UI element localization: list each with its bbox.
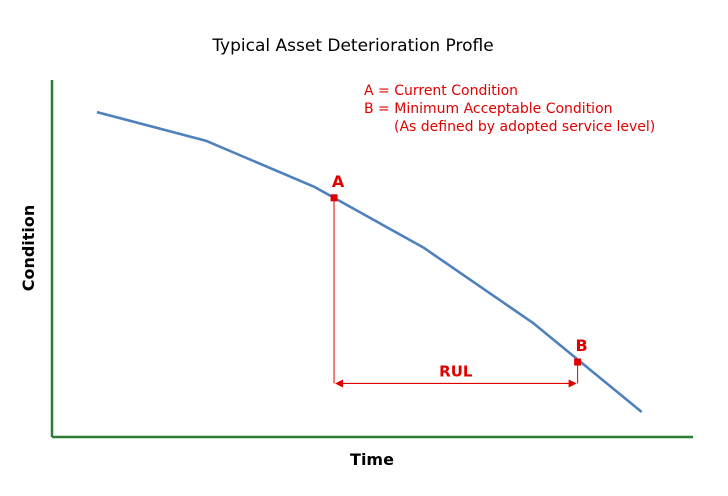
legend-line-3: (As defined by adopted service level) bbox=[394, 119, 655, 135]
legend-line-2: B = Minimum Acceptable Condition bbox=[364, 101, 613, 117]
rul-arrowhead-left bbox=[335, 379, 344, 388]
y-axis-label: Condition bbox=[19, 205, 38, 292]
chart-title: Typical Asset Deterioration Profle bbox=[211, 36, 493, 56]
rul-label: RUL bbox=[439, 362, 473, 380]
marker-label-b: B bbox=[576, 336, 588, 355]
marker-point-a bbox=[330, 194, 338, 202]
series-layer bbox=[96, 110, 643, 414]
series-line-1 bbox=[96, 110, 643, 414]
rul-arrowhead-right bbox=[568, 379, 577, 388]
marker-label-a: A bbox=[332, 172, 345, 191]
legend-line-1: A = Current Condition bbox=[364, 83, 518, 99]
annotation-layer: RUL A B bbox=[330, 172, 588, 388]
marker-point-b bbox=[574, 358, 582, 366]
chart-legend: A = Current Condition B = Minimum Accepta… bbox=[364, 83, 655, 135]
x-axis-label: Time bbox=[350, 450, 394, 469]
